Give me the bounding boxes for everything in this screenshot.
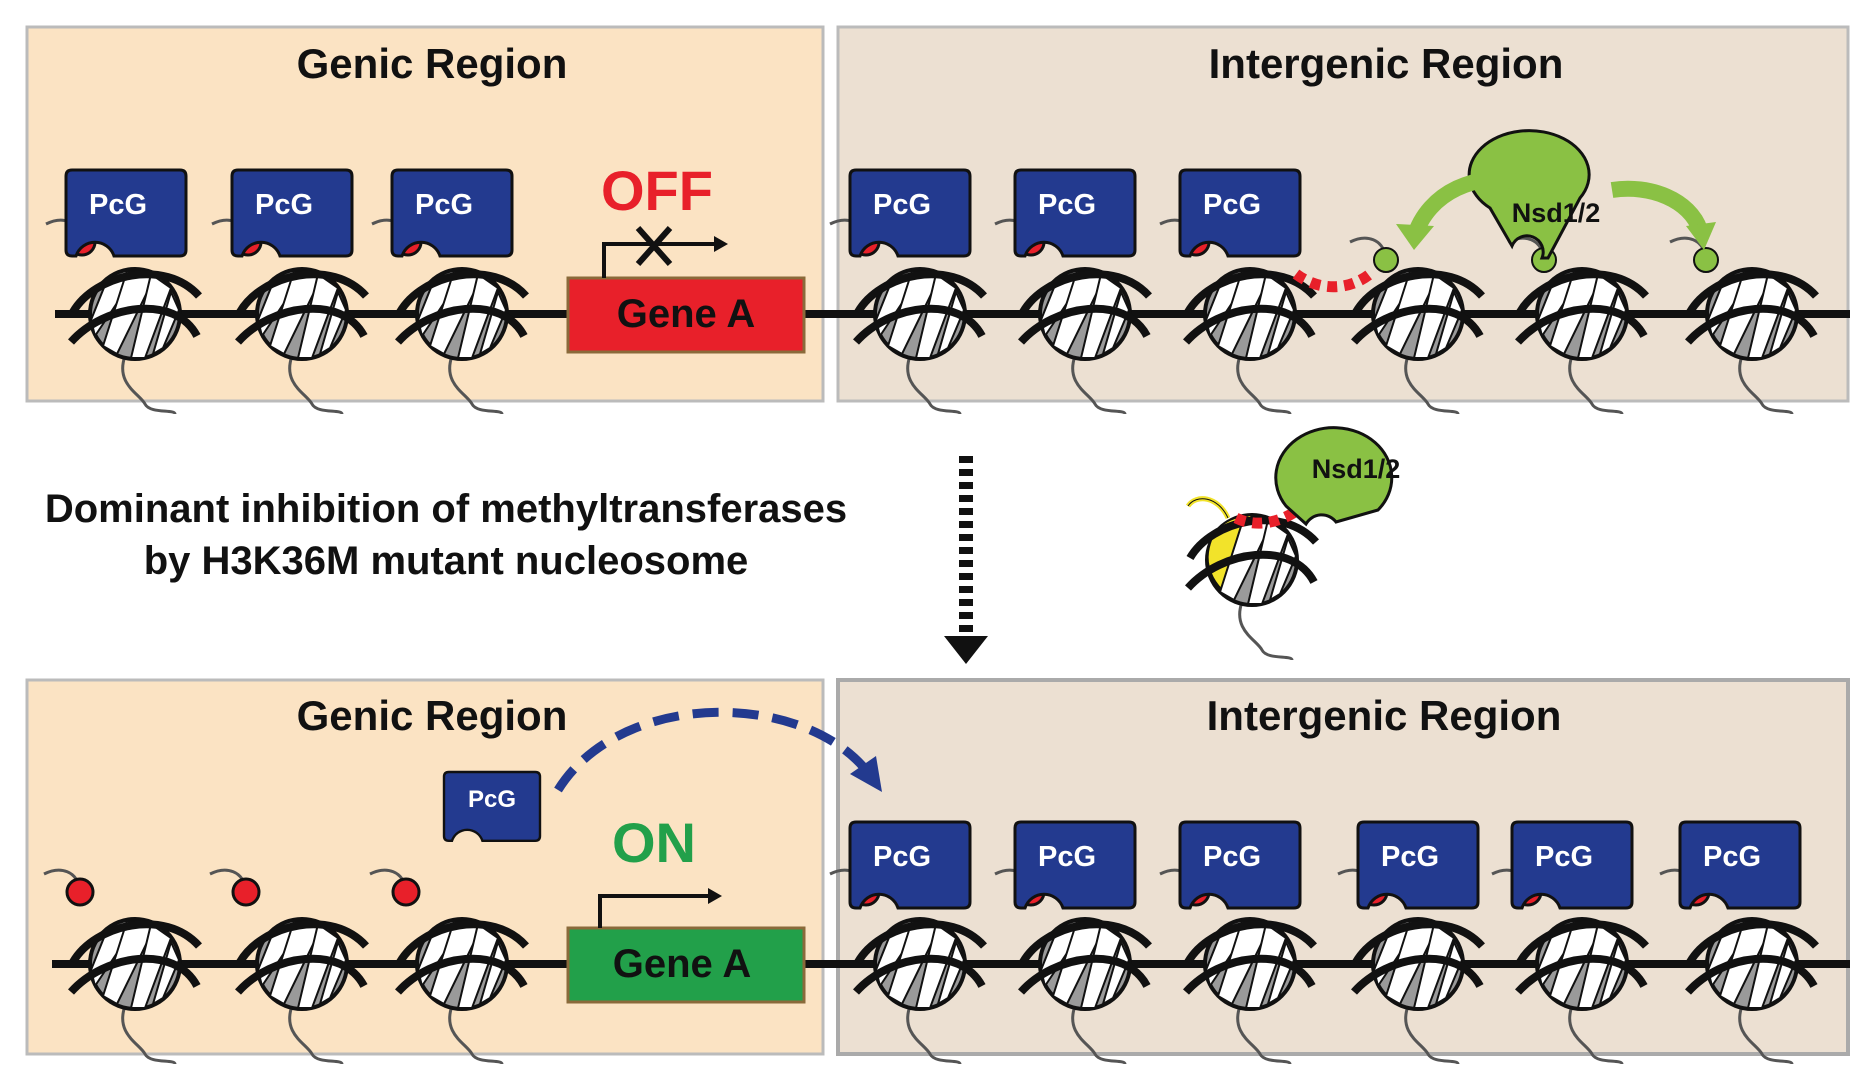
- bottom-pcg-label-6: PcG: [1703, 841, 1761, 873]
- top-intergenic-title: Intergenic Region: [1209, 40, 1564, 87]
- transition-arrow-head: [944, 636, 988, 664]
- caption-line-2: by H3K36M mutant nucleosome: [144, 539, 749, 583]
- bottom-pcg-label-5: PcG: [1535, 841, 1593, 873]
- middle-nsd-label: Nsd1/2: [1312, 454, 1401, 484]
- bottom-gene-a-label: Gene A: [613, 942, 752, 986]
- mutant-nucleosome: [1185, 513, 1319, 661]
- top-inhibition-dashes: [1292, 269, 1374, 293]
- top-intergenic-panel: [836, 25, 1850, 403]
- top-nsd-arrow-left: [1406, 171, 1521, 241]
- top-promoter-arrow: [602, 242, 714, 278]
- top-pcg-label-4: PcG: [873, 189, 931, 221]
- top-pcg-label-6: PcG: [1203, 189, 1261, 221]
- top-nsd-protein: [1467, 129, 1591, 260]
- bottom-state-on: ON: [612, 811, 696, 874]
- bottom-free-pcg-label: PcG: [468, 786, 516, 813]
- middle-nsd-protein: [1274, 426, 1394, 527]
- top-nsd-label: Nsd1/2: [1512, 198, 1601, 228]
- pcg-relocation-arrow: [554, 707, 870, 793]
- bottom-pcg-label-1: PcG: [873, 841, 931, 873]
- top-state-off: OFF: [601, 159, 713, 222]
- top-pcg-label-3: PcG: [415, 189, 473, 221]
- top-block-x-icon: [635, 226, 673, 266]
- top-pcg-label-5: PcG: [1038, 189, 1096, 221]
- bottom-pcg-label-4: PcG: [1381, 841, 1439, 873]
- bottom-intergenic-title: Intergenic Region: [1207, 692, 1562, 739]
- bottom-promoter-arrow: [598, 894, 708, 928]
- top-nsd-arrow-right: [1610, 180, 1708, 234]
- bottom-pcg-label-2: PcG: [1038, 841, 1096, 873]
- top-genic-title: Genic Region: [297, 40, 568, 87]
- top-pcg-label-2: PcG: [255, 189, 313, 221]
- pcg-relocation-arrow-head: [850, 756, 882, 792]
- bottom-pcg-label-3: PcG: [1203, 841, 1261, 873]
- top-gene-a-label: Gene A: [617, 292, 756, 336]
- bottom-genic-title: Genic Region: [297, 692, 568, 739]
- caption-line-1: Dominant inhibition of methyltransferase…: [45, 487, 847, 531]
- bottom-gene-a-box: [566, 926, 806, 1004]
- top-pcg-label-1: PcG: [89, 189, 147, 221]
- top-gene-a-box: [566, 276, 806, 354]
